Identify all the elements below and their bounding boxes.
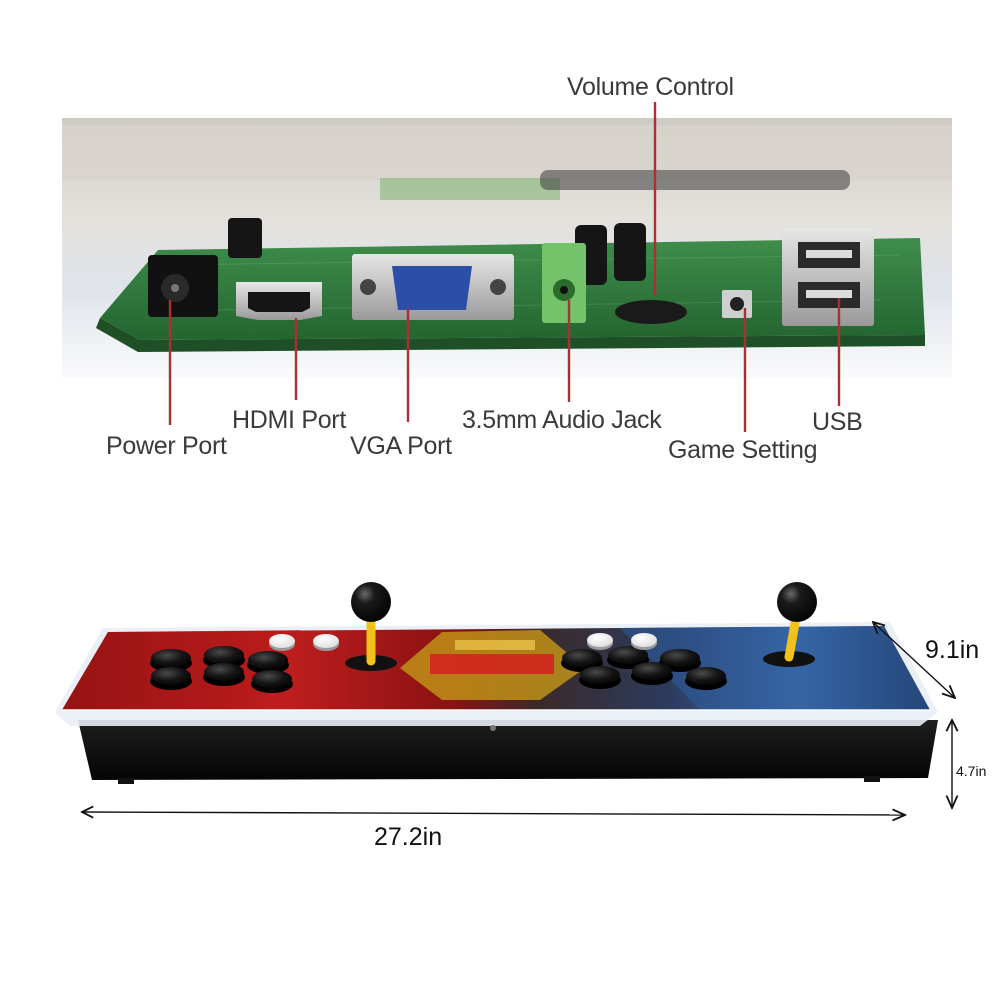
- game-setting-button-icon: [722, 290, 752, 318]
- usb-label: USB: [812, 408, 863, 436]
- small-white-button-icon: [269, 634, 295, 651]
- dimension-arrows: [82, 622, 955, 815]
- arcade-button-icon: [150, 667, 192, 690]
- capacitor-icon: [614, 223, 646, 281]
- callout-lines: [168, 102, 841, 432]
- hdmi-port-label: HDMI Port: [232, 406, 346, 434]
- arcade-console-photo: [55, 582, 955, 815]
- audio-jack-icon: [542, 243, 586, 323]
- small-white-button-icon: [313, 634, 339, 651]
- audio-jack-label: 3.5mm Audio Jack: [462, 406, 662, 434]
- arcade-button-icon: [251, 670, 293, 693]
- power-port-icon: [148, 255, 218, 317]
- arcade-button-icon: [659, 649, 701, 672]
- arcade-button-icon: [631, 662, 673, 685]
- height-dimension-label: 4.7in: [956, 763, 987, 779]
- vga-port-icon: [352, 254, 514, 320]
- small-white-button-icon: [587, 633, 613, 650]
- arcade-button-icon: [579, 666, 621, 689]
- joystick-icon: [345, 582, 397, 671]
- volume-control-label: Volume Control: [567, 73, 734, 101]
- vga-port-label: VGA Port: [350, 432, 452, 460]
- arcade-button-icon: [150, 649, 192, 672]
- joystick-icon: [763, 582, 817, 667]
- width-dimension-label: 27.2in: [374, 823, 443, 851]
- capacitor-icon: [228, 218, 262, 258]
- console-controls: [150, 582, 817, 693]
- power-port-label: Power Port: [106, 432, 227, 460]
- usb-port-icon: [782, 228, 874, 326]
- arcade-button-icon: [685, 667, 727, 690]
- center-logo-icon: [400, 630, 585, 700]
- pcb-photo: [62, 102, 952, 432]
- arcade-button-icon: [203, 663, 245, 686]
- arcade-button-icon: [247, 651, 289, 674]
- game-setting-label: Game Setting: [668, 436, 818, 464]
- hdmi-port-icon: [236, 282, 322, 320]
- battery-icon: [615, 300, 687, 324]
- depth-dimension-label: 9.1in: [925, 636, 980, 664]
- small-white-button-icon: [631, 633, 657, 650]
